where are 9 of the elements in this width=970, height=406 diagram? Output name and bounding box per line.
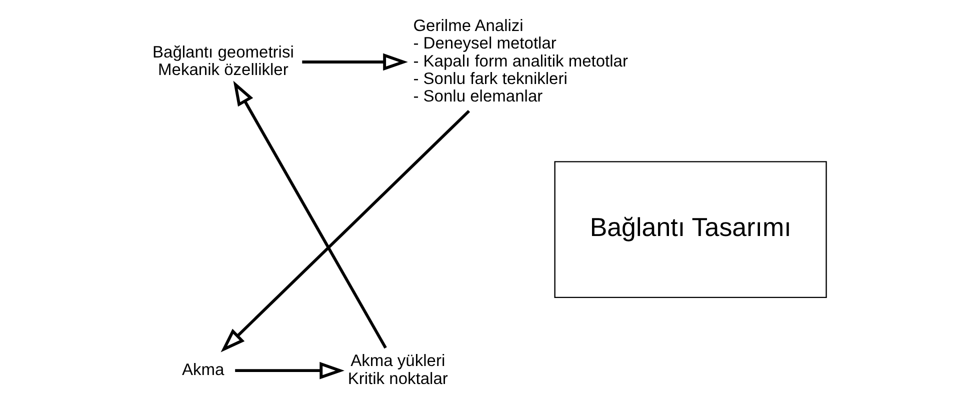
node-text: Gerilme Analizi - Deneysel metotlar - Kapalı form analitik metotlar - Sonlu fark teknikleri - Sonlu elemanlar [412, 16, 628, 106]
arrow [234, 362, 344, 380]
arrow [232, 80, 386, 349]
arrow [302, 53, 408, 71]
node-text: Akma yükleri Kritik noktalar [347, 351, 448, 388]
node-box: Bağlantı Tasarımı [554, 161, 826, 298]
arrow [220, 110, 470, 352]
node-text: Bağlantı geometrisi Mekanik özellikler [152, 42, 294, 80]
node-text: Akma [182, 360, 224, 379]
